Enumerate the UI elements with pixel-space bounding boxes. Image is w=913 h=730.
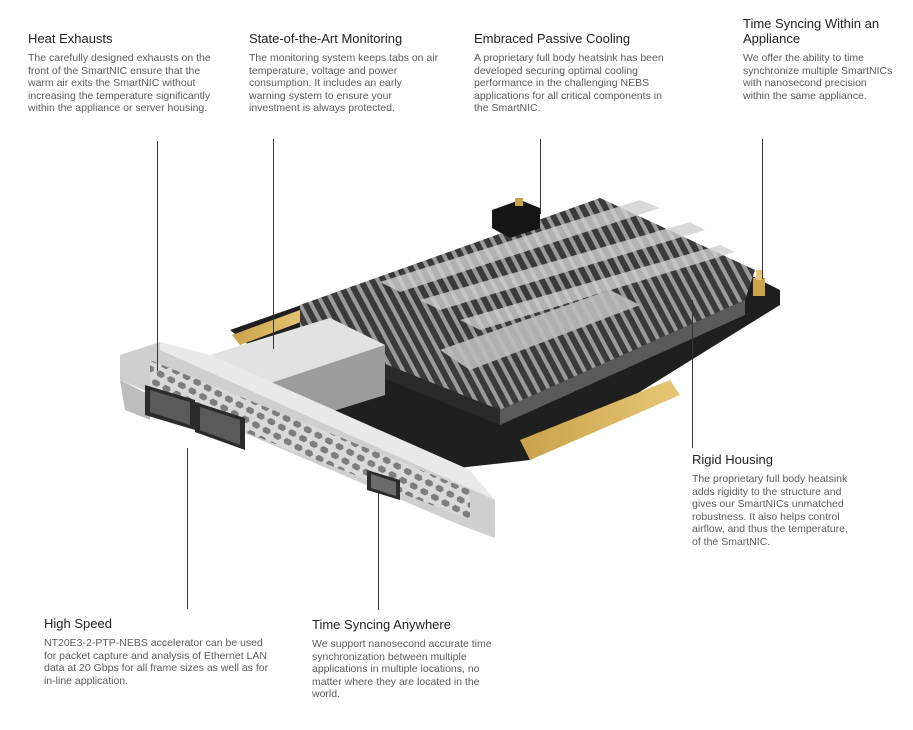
leader-line-passive-cooling xyxy=(540,139,541,214)
leader-line-monitoring xyxy=(273,139,274,349)
callout-title: Heat Exhausts xyxy=(28,31,113,46)
callout-title: Time Syncing Anywhere xyxy=(312,617,451,632)
callout-monitoring: State-of-the-Art Monitoring The monitori… xyxy=(249,31,439,115)
front-bracket xyxy=(120,342,495,538)
callout-title: Rigid Housing xyxy=(692,452,773,467)
leader-line-time-sync-anywhere xyxy=(378,490,379,610)
callout-time-sync-appliance: Time Syncing Within an Appliance We offe… xyxy=(743,16,893,102)
leader-line-heat-exhausts xyxy=(157,141,158,371)
callout-body: NT20E3-2-PTP-NEBS accelerator can be use… xyxy=(44,637,269,687)
callout-rigid-housing: Rigid Housing The proprietary full body … xyxy=(692,452,850,549)
callout-high-speed: High Speed NT20E3-2-PTP-NEBS accelerator… xyxy=(44,616,272,687)
callout-body: The proprietary full body heatsink adds … xyxy=(692,473,848,548)
black-connector xyxy=(492,198,540,238)
callout-heat-exhausts: Heat Exhausts The carefully designed exh… xyxy=(28,31,213,115)
callout-title: Time Syncing Within an Appliance xyxy=(743,16,880,46)
callout-body: We support nanosecond accurate time sync… xyxy=(312,638,492,701)
callout-time-sync-anywhere: Time Syncing Anywhere We support nanosec… xyxy=(312,617,492,701)
sma-connector xyxy=(753,270,765,296)
leader-line-high-speed xyxy=(187,448,188,609)
callout-body: The monitoring system keeps tabs on air … xyxy=(249,52,439,115)
callout-body: We offer the ability to time synchronize… xyxy=(743,52,893,102)
leader-line-time-sync-appliance xyxy=(762,139,763,279)
callout-body: The carefully designed exhausts on the f… xyxy=(28,52,211,115)
callout-body: A proprietary full body heatsink has bee… xyxy=(474,52,664,115)
callout-title: High Speed xyxy=(44,616,112,631)
callout-title: Embraced Passive Cooling xyxy=(474,31,631,46)
leader-line-rigid-housing xyxy=(692,300,693,448)
callout-passive-cooling: Embraced Passive Cooling A proprietary f… xyxy=(474,31,669,115)
callout-title: State-of-the-Art Monitoring xyxy=(249,31,403,46)
